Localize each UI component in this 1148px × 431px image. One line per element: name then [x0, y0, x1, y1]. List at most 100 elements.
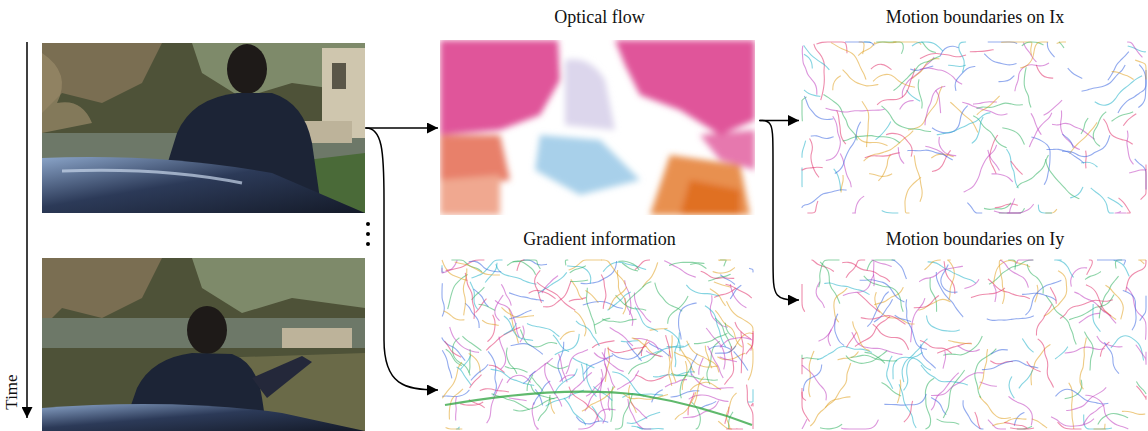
- edge-stroke: [664, 261, 696, 277]
- edge-stroke: [816, 282, 824, 308]
- edge-stroke: [843, 136, 900, 143]
- edge-stroke: [1046, 295, 1076, 344]
- edge-stroke: [726, 393, 736, 429]
- edge-stroke: [943, 370, 964, 418]
- edge-stroke: [1046, 159, 1080, 199]
- axis-label: Time: [2, 374, 22, 409]
- edge-stroke: [564, 398, 586, 425]
- edge-stroke: [920, 54, 966, 59]
- edge-stroke: [1082, 65, 1126, 91]
- edge-stroke: [802, 167, 823, 170]
- image-panel: Gradient information: [440, 226, 759, 431]
- edge-stroke: [610, 327, 633, 345]
- edge-stroke: [843, 275, 874, 296]
- edge-stroke: [1019, 369, 1033, 388]
- panel-image-area: [440, 258, 759, 431]
- video-frame: [42, 43, 365, 213]
- edge-stroke: [920, 340, 952, 353]
- edge-stroke: [975, 412, 981, 429]
- edge-stroke: [455, 262, 500, 275]
- edge-stroke: [892, 260, 907, 279]
- edge-stroke: [469, 353, 480, 372]
- edge-stroke: [1022, 42, 1044, 46]
- edge-stroke: [817, 346, 872, 359]
- edge-stroke: [907, 90, 921, 101]
- edge-stroke: [814, 44, 824, 100]
- edge-stroke: [529, 290, 556, 298]
- edge-stroke: [668, 296, 688, 324]
- edge-stroke: [720, 260, 726, 266]
- edge-stroke: [841, 420, 878, 429]
- edge-stroke: [638, 346, 683, 359]
- edge-stroke: [1140, 296, 1146, 321]
- edge-stroke: [964, 279, 979, 288]
- edge-stroke: [825, 363, 851, 408]
- edge-stroke: [1129, 170, 1146, 173]
- edge-stroke: [1061, 111, 1080, 150]
- edge-stroke: [1051, 417, 1094, 427]
- edge-stroke: [601, 275, 606, 309]
- video-frame: [42, 258, 365, 431]
- edge-stroke: [1070, 122, 1098, 153]
- edge-stroke: [837, 110, 846, 144]
- edge-stroke: [1135, 159, 1146, 190]
- edge-stroke: [445, 392, 752, 425]
- edge-stroke: [973, 116, 1007, 148]
- edge-stroke: [507, 375, 531, 383]
- edge-stroke: [671, 373, 718, 380]
- edge-stroke: [835, 122, 861, 174]
- edge-stroke: [992, 418, 1026, 425]
- edge-stroke: [560, 331, 575, 339]
- edge-stroke: [442, 260, 467, 280]
- edge-stroke: [637, 427, 643, 429]
- edge-stroke: [687, 341, 719, 373]
- edge-stroke: [1081, 118, 1088, 134]
- edge-stroke: [538, 395, 550, 421]
- edge-stroke: [621, 341, 639, 342]
- edge-stroke: [1020, 42, 1048, 68]
- edge-stroke: [537, 282, 575, 310]
- edge-stroke: [803, 365, 821, 392]
- edge-stroke: [875, 261, 892, 266]
- edge-stroke: [445, 341, 462, 357]
- edge-stroke: [1136, 386, 1146, 399]
- edge-stroke: [1108, 197, 1123, 207]
- time-axis: [26, 42, 28, 418]
- edge-stroke: [463, 268, 466, 315]
- edge-stroke: [819, 260, 840, 287]
- edge-stroke: [665, 380, 687, 387]
- edge-stroke: [943, 336, 982, 355]
- edge-stroke: [585, 290, 598, 302]
- edge-stroke: [1065, 347, 1105, 353]
- edge-stroke: [878, 154, 890, 180]
- edge-stroke: [726, 284, 752, 298]
- edge-stroke: [686, 285, 718, 296]
- edge-stroke: [810, 397, 850, 426]
- edge-stroke: [487, 315, 495, 342]
- edge-stroke: [1050, 287, 1056, 303]
- edge-stroke: [893, 357, 931, 379]
- edge-stroke: [802, 141, 806, 158]
- edge-stroke: [442, 362, 461, 398]
- edge-stroke: [1057, 42, 1066, 44]
- edge-stroke: [823, 94, 857, 140]
- edge-stroke: [450, 327, 479, 352]
- edge-stroke: [576, 321, 599, 346]
- edge-stroke: [1070, 187, 1083, 198]
- edge-stroke: [457, 367, 472, 385]
- edge-stroke: [499, 337, 506, 370]
- edge-stroke: [811, 136, 834, 139]
- edge-stroke: [1001, 42, 1032, 55]
- edge-stroke: [1024, 67, 1031, 107]
- edge-stroke: [810, 138, 819, 177]
- edge-stroke: [594, 353, 610, 359]
- edge-stroke: [635, 260, 650, 270]
- edge-stroke: [1127, 131, 1134, 165]
- edge-stroke: [1038, 339, 1054, 388]
- optical-flow-image: [440, 40, 755, 215]
- edge-stroke: [470, 282, 478, 310]
- edge-stroke: [1099, 276, 1118, 318]
- edge-stroke: [816, 42, 847, 53]
- edge-stroke: [633, 338, 658, 350]
- edge-stroke: [574, 311, 586, 336]
